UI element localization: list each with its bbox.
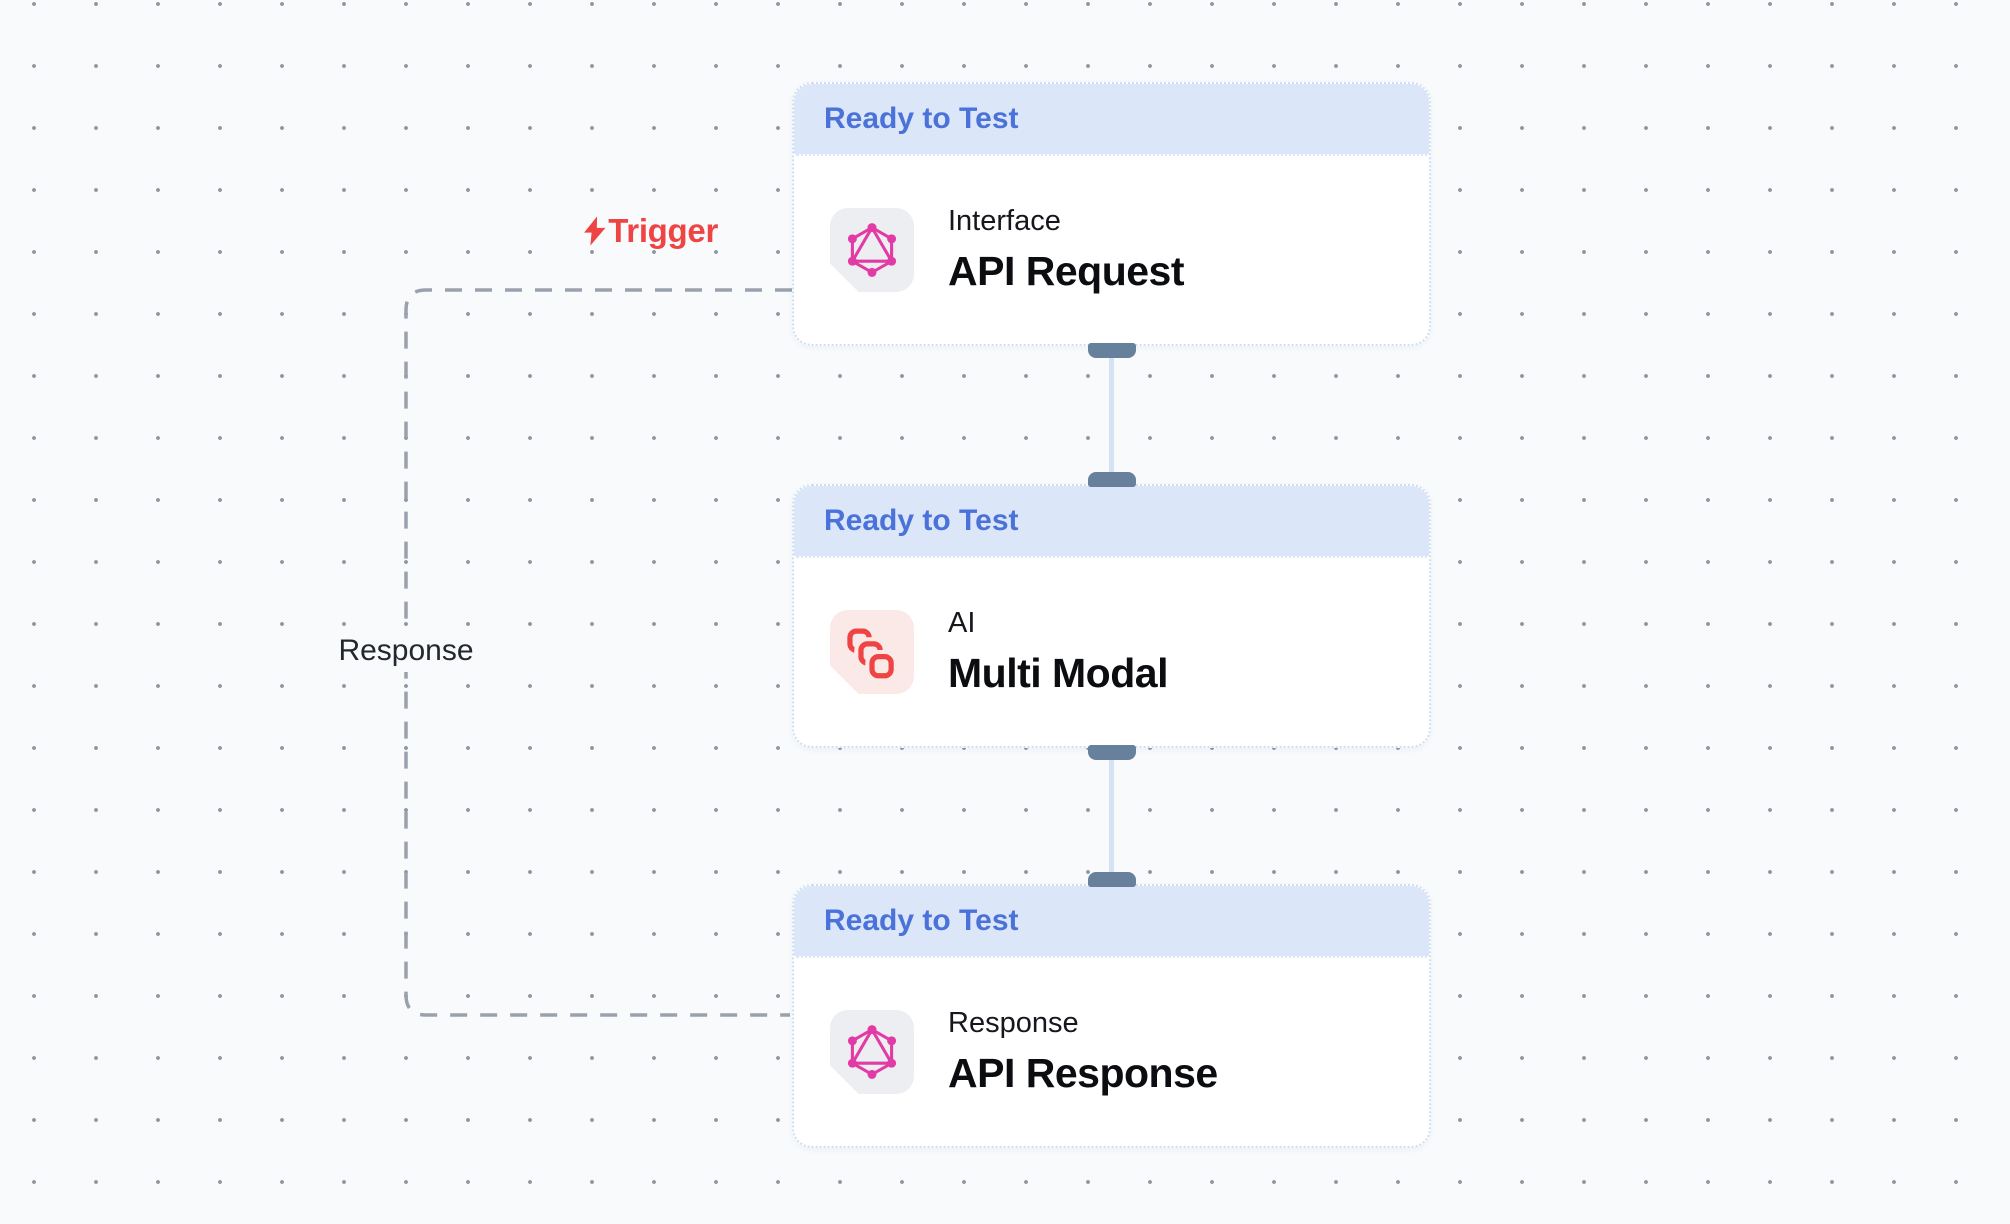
lightning-bolt-icon	[584, 216, 606, 246]
node-title: Multi Modal	[948, 649, 1168, 696]
node-multi-modal[interactable]: Ready to Test AI Multi Modal	[792, 472, 1431, 760]
node-body: AI Multi Modal	[794, 558, 1429, 746]
multimodal-icon	[830, 610, 914, 694]
response-edge-label: Response	[328, 630, 484, 672]
node-api-response[interactable]: Ready to Test Response API Resp	[792, 872, 1431, 1148]
status-badge: Ready to Test	[794, 886, 1429, 958]
connector-multimodal-to-response[interactable]	[1109, 752, 1114, 880]
status-badge: Ready to Test	[794, 84, 1429, 156]
output-handle[interactable]	[1087, 745, 1136, 760]
trigger-label-text: Trigger	[608, 212, 718, 249]
graphql-icon	[830, 1010, 914, 1094]
status-badge: Ready to Test	[794, 486, 1429, 558]
input-handle[interactable]	[1087, 872, 1136, 887]
graphql-icon	[830, 208, 914, 292]
input-handle[interactable]	[1087, 472, 1136, 487]
node-title: API Response	[948, 1049, 1218, 1096]
node-title: API Request	[948, 247, 1185, 294]
connector-request-to-multimodal[interactable]	[1109, 350, 1114, 478]
node-category: Interface	[948, 205, 1061, 238]
node-category: Response	[948, 1007, 1079, 1040]
node-body: Response API Response	[794, 958, 1429, 1146]
output-handle[interactable]	[1087, 343, 1136, 358]
trigger-label: Trigger	[576, 212, 718, 250]
node-api-request[interactable]: Ready to Test Interface API Req	[792, 82, 1431, 358]
node-category: AI	[948, 607, 976, 640]
node-body: Interface API Request	[794, 156, 1429, 344]
